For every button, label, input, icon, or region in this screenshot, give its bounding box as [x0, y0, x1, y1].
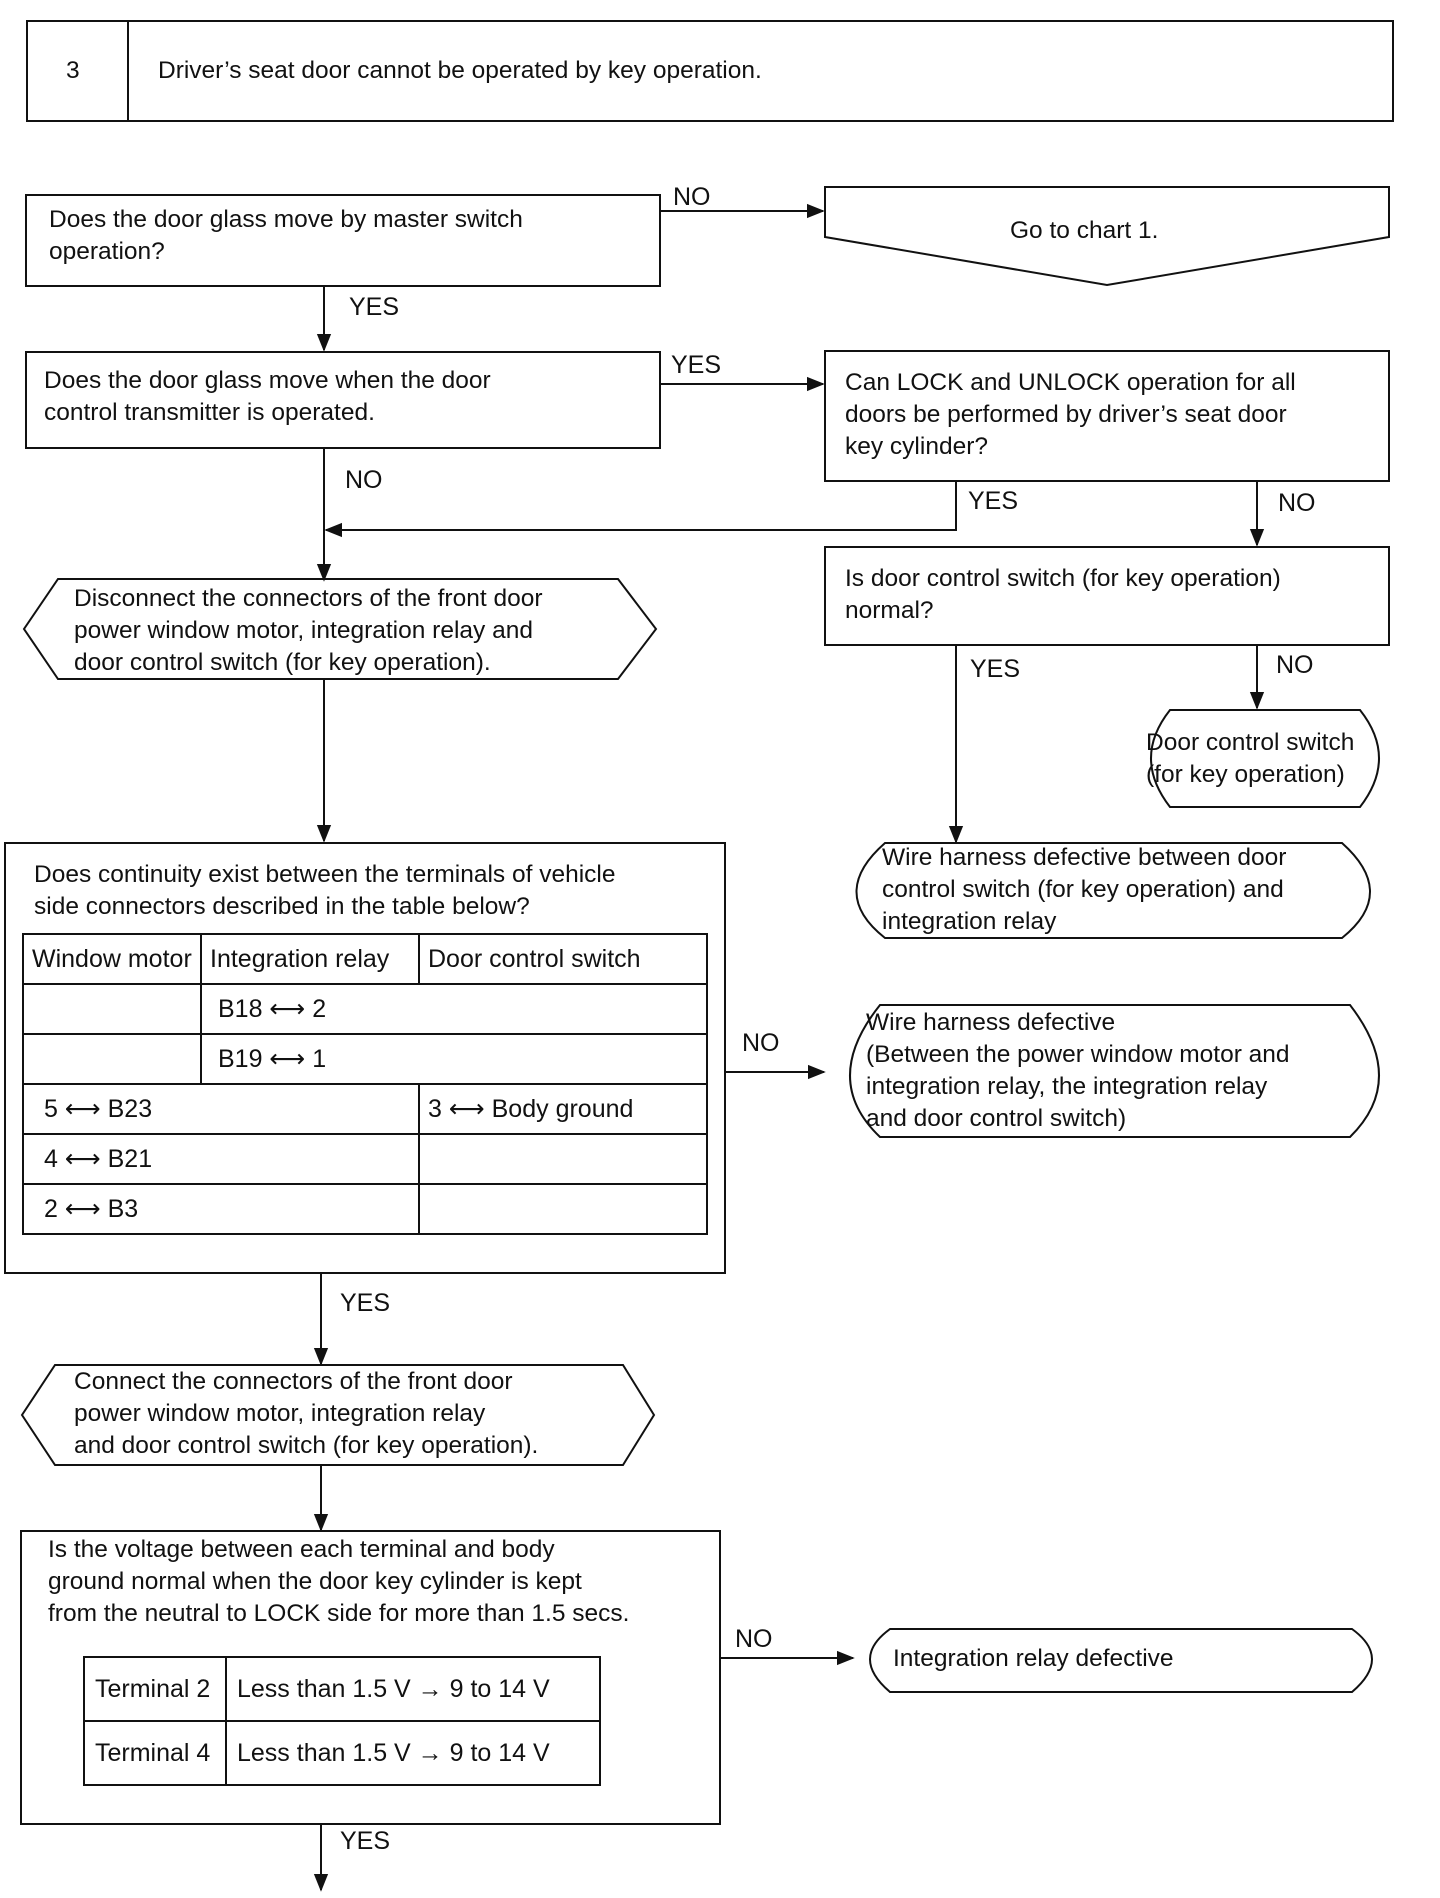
result-harness1-text: Wire harness defective between door cont… [882, 844, 1287, 935]
q4-question: Is door control switch (for key operatio… [845, 565, 1281, 624]
header-window-motor: Window motor [22, 933, 202, 985]
result-harness1-shape [855, 842, 1371, 939]
result-harness2-text: Wire harness defective (Between the powe… [866, 1009, 1290, 1132]
voltage-value: Less than 1.5 V → 9 to 14 V [225, 1720, 601, 1786]
result-switch-shape [1150, 709, 1380, 808]
q2-question: Does the door glass move when the door c… [44, 367, 491, 426]
voltage-terminal: Terminal 4 [83, 1720, 227, 1786]
table-cell [22, 1033, 202, 1085]
disconnect-text: Disconnect the connectors of the front d… [74, 585, 543, 676]
table-cell: B19 ⟷ 1 [200, 1033, 708, 1085]
voltage-value: Less than 1.5 V → 9 to 14 V [225, 1656, 601, 1722]
q5-no-label: NO [742, 1029, 780, 1057]
q2-box [25, 351, 661, 449]
result-relay-text: Integration relay defective [893, 1645, 1174, 1672]
connect-shape [20, 1364, 656, 1466]
result-switch-text: Door control switch (for key operation) [1146, 729, 1355, 788]
result-relay-shape [869, 1628, 1373, 1693]
q4-yes-label: YES [970, 655, 1021, 683]
header-number: 3 [66, 57, 80, 84]
voltage-terminal: Terminal 2 [83, 1656, 227, 1722]
connect-text: Connect the connectors of the front door… [74, 1368, 539, 1459]
goto-chart-text: Go to chart 1. [1010, 217, 1159, 244]
q6-no-label: NO [735, 1625, 773, 1653]
table-cell: 3 ⟷ Body ground [418, 1083, 708, 1135]
q4-box [824, 546, 1390, 646]
header-box [26, 20, 1394, 122]
q3-yes-line [324, 481, 957, 538]
q1-no-label: NO [673, 183, 711, 211]
q3-question: Can LOCK and UNLOCK operation for all do… [845, 369, 1296, 460]
voltage-table: Terminal 2 Less than 1.5 V → 9 to 14 V T… [83, 1656, 601, 1786]
q6-yes-label: YES [340, 1827, 391, 1855]
q3-no-label: NO [1278, 489, 1316, 517]
q2-no-label: NO [345, 466, 383, 494]
table-cell [22, 983, 202, 1035]
header-title: Driver’s seat door cannot be operated by… [158, 57, 762, 84]
table-cell [418, 1183, 708, 1235]
result-harness2-shape [849, 1004, 1380, 1138]
header-integration-relay: Integration relay [200, 933, 420, 985]
goto-chart-shape [824, 186, 1390, 287]
q2-yes-label: YES [671, 351, 722, 379]
table-cell: 5 ⟷ B23 [22, 1083, 420, 1135]
q1-yes-label: YES [349, 293, 400, 321]
continuity-table: Window motor Integration relay Door cont… [22, 933, 708, 1235]
q3-box [824, 350, 1390, 482]
q6-box [20, 1530, 721, 1825]
q5-box [4, 842, 726, 1274]
table-cell: B18 ⟷ 2 [200, 983, 708, 1035]
q3-yes-label: YES [968, 487, 1019, 515]
q1-box [25, 194, 661, 287]
table-cell: 4 ⟷ B21 [22, 1133, 420, 1185]
q1-question: Does the door glass move by master switc… [49, 206, 523, 265]
q5-question: Does continuity exist between the termin… [34, 861, 616, 920]
table-cell [418, 1133, 708, 1185]
q4-no-label: NO [1276, 651, 1314, 679]
q6-question: Is the voltage between each terminal and… [48, 1536, 630, 1627]
table-cell: 2 ⟷ B3 [22, 1183, 420, 1235]
q5-yes-label: YES [340, 1289, 391, 1317]
disconnect-shape [22, 578, 658, 680]
header-door-control-switch: Door control switch [418, 933, 708, 985]
